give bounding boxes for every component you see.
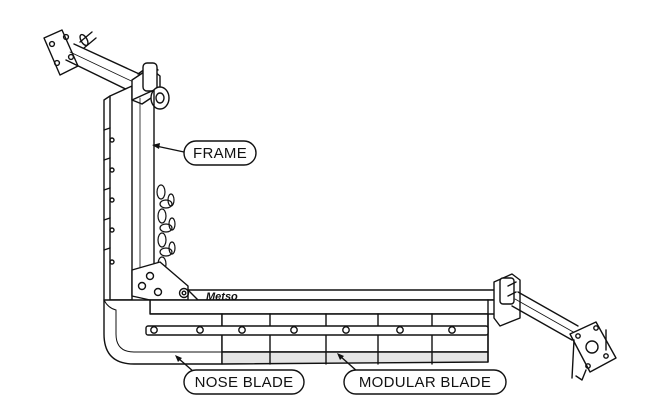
brand-logo: Metso	[206, 291, 238, 303]
frame-horizontal-arm	[149, 289, 509, 315]
label-modular-blade: MODULAR BLADE	[359, 374, 491, 391]
corner-gusset	[131, 261, 190, 301]
label-nose-blade: NOSE BLADE	[195, 374, 294, 391]
frame-vertical-arm	[103, 62, 170, 301]
right-mounting-arm	[493, 273, 617, 381]
callout-nose-blade: NOSE BLADE	[175, 355, 305, 395]
blade-assembly	[103, 299, 489, 365]
label-frame: FRAME	[193, 145, 247, 162]
callout-frame: FRAME	[152, 140, 257, 166]
callout-modular-blade: MODULAR BLADE	[337, 353, 507, 395]
